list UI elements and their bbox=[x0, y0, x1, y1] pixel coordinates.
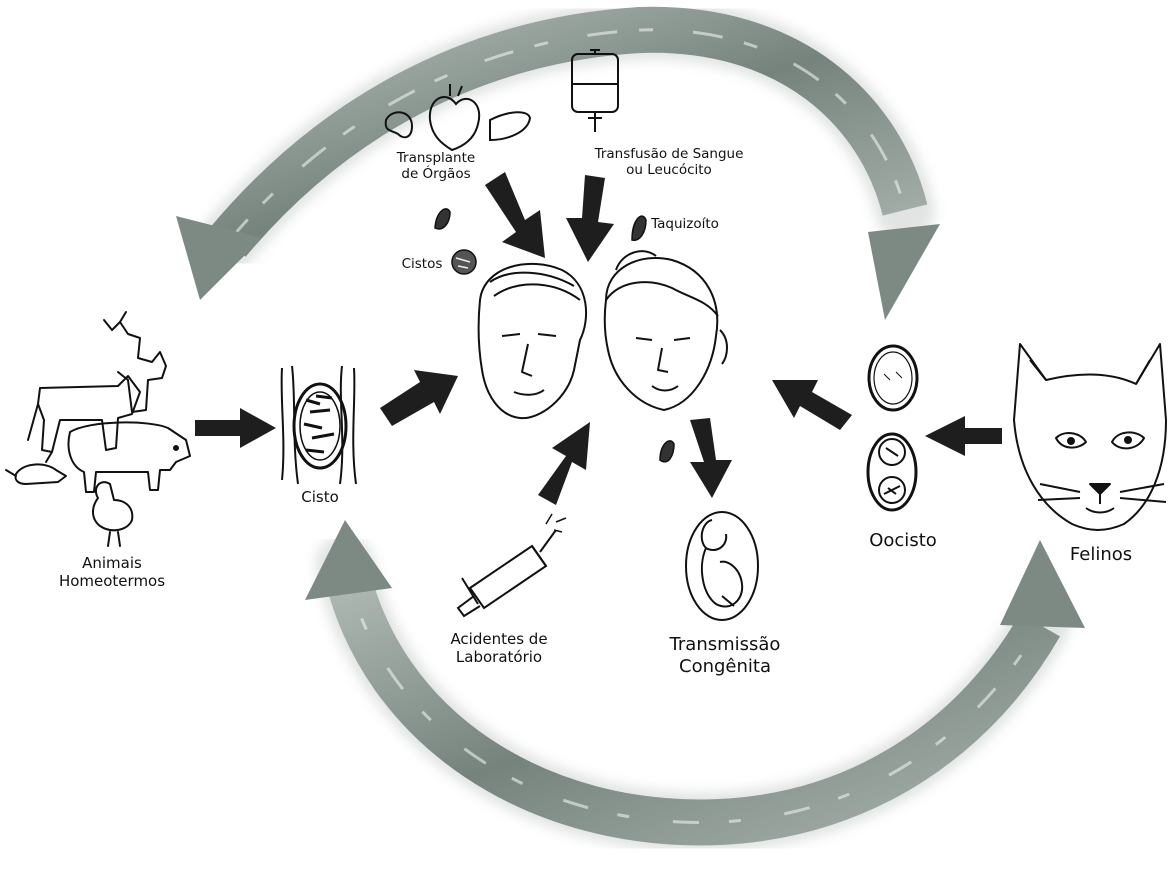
cyst-in-tissue-illustration bbox=[282, 366, 356, 484]
label-cyst: Cisto bbox=[290, 488, 350, 506]
arrow-humans-to-congenital bbox=[690, 418, 732, 498]
label-tachyzoite: Taquizoíto bbox=[650, 216, 720, 232]
label-cysts: Cistos bbox=[396, 256, 448, 272]
label-animals: Animais Homeotermos bbox=[52, 554, 172, 590]
arrow-transplant-to-humans bbox=[485, 172, 545, 258]
arrow-animals-to-cyst bbox=[195, 408, 276, 448]
label-congenital: Transmissão Congênita bbox=[664, 634, 786, 677]
label-oocyst: Oocisto bbox=[858, 530, 948, 552]
arrow-lab-to-humans bbox=[538, 422, 590, 505]
arrow-oocyst-to-humans bbox=[772, 380, 852, 430]
cat-illustration bbox=[1014, 344, 1166, 530]
label-transfusion: Transfusão de Sangue ou Leucócito bbox=[594, 146, 744, 178]
label-organ-transplant: Transplante de Órgãos bbox=[386, 150, 486, 182]
warm-blooded-animals-illustration bbox=[6, 312, 190, 546]
label-felines: Felinos bbox=[1056, 544, 1146, 566]
arrow-transfusion-to-humans bbox=[566, 175, 614, 262]
label-lab-accidents: Acidentes de Laboratório bbox=[444, 630, 554, 666]
oocyst-illustration bbox=[868, 346, 917, 510]
cycle-arrow-top bbox=[176, 30, 940, 320]
arrow-felines-to-oocyst bbox=[925, 416, 1002, 456]
fetus-illustration bbox=[686, 512, 758, 620]
arrow-cyst-to-humans bbox=[380, 370, 458, 426]
syringe-illustration bbox=[458, 514, 566, 616]
human-faces-illustration bbox=[479, 251, 727, 418]
small-cyst-icon bbox=[452, 250, 476, 274]
